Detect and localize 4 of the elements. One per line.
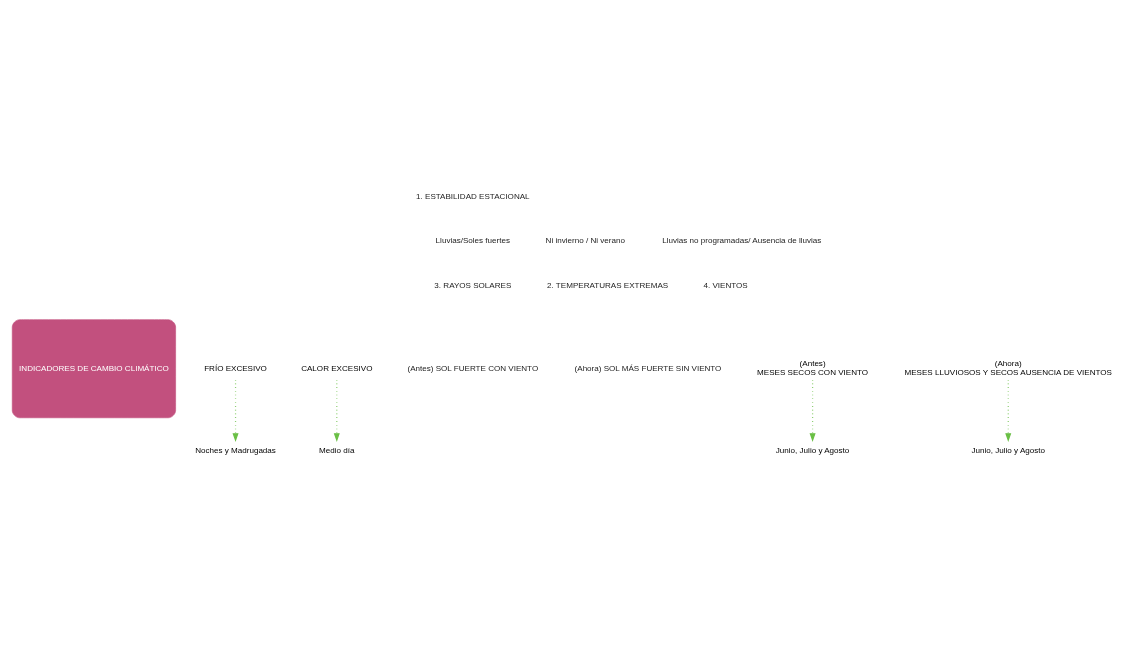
arrow bbox=[809, 379, 816, 442]
arrow bbox=[333, 379, 340, 442]
arrow bbox=[232, 379, 239, 442]
arrow bbox=[1005, 379, 1012, 442]
